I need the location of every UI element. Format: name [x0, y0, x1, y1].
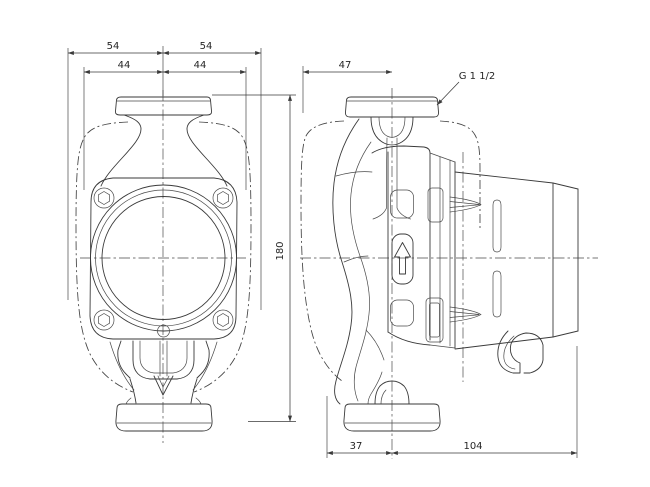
- vent-plug: [157, 324, 170, 338]
- dim-label-47: 47: [339, 60, 352, 71]
- top-port-nut-front: [115, 96, 212, 116]
- motor-face-circles: [90, 184, 237, 338]
- end-cap: [552, 182, 579, 338]
- top-port-nut-side: [345, 96, 439, 118]
- control-box-side: [371, 145, 456, 349]
- insulation-shell-outline-front: [75, 121, 252, 393]
- bolt-holes: [93, 187, 234, 331]
- dim-44-left: 44: [83, 60, 164, 75]
- cable-clamp-side: [497, 330, 544, 374]
- bottom-port-nut-front: [115, 403, 213, 432]
- dim-44-right: 44: [162, 60, 247, 75]
- dim-104: 104: [391, 441, 578, 456]
- terminal-box-front: [109, 340, 218, 405]
- dim-47: 47: [302, 60, 393, 75]
- dim-label-180: 180: [275, 241, 286, 260]
- bolt-hole: [93, 187, 115, 209]
- port-funnel-side: [370, 116, 414, 220]
- dim-180: 180: [275, 94, 293, 422]
- head-recess-bottom: [390, 299, 414, 327]
- bottom-port-nut-side: [343, 380, 441, 432]
- dim-label-104: 104: [463, 441, 482, 452]
- stator-housing-side: [454, 161, 579, 374]
- thread-callout-label: G 1 1/2: [459, 71, 496, 82]
- side-view: [300, 96, 579, 432]
- insulation-shell-outline-side: [300, 120, 481, 382]
- flow-direction-arrow-icon: [394, 242, 411, 275]
- dim-label-44-right: 44: [194, 60, 207, 71]
- volute-profile-side: [332, 118, 385, 405]
- bolt-hole: [212, 309, 234, 331]
- dim-label-44-left: 44: [118, 60, 131, 71]
- bolt-hole: [93, 309, 115, 331]
- head-recess-top: [390, 189, 414, 219]
- dim-37: 37: [326, 441, 393, 456]
- flow-arrow-slot: [391, 233, 414, 285]
- dim-label-54-left: 54: [107, 41, 120, 52]
- bolt-hole: [212, 187, 234, 209]
- front-view: [75, 96, 252, 432]
- thread-callout: G 1 1/2: [436, 71, 496, 106]
- vent-slots: [492, 199, 502, 318]
- pump-flange-plate: [89, 177, 238, 340]
- dim-54-left: 54: [67, 41, 164, 56]
- dim-label-54-right: 54: [200, 41, 213, 52]
- extension-lines: [67, 46, 578, 458]
- dim-label-37: 37: [350, 441, 363, 452]
- dim-54-right: 54: [162, 41, 262, 56]
- dimension-annotations: 54 54 44 44 180 47 G 1 1/2: [67, 41, 578, 458]
